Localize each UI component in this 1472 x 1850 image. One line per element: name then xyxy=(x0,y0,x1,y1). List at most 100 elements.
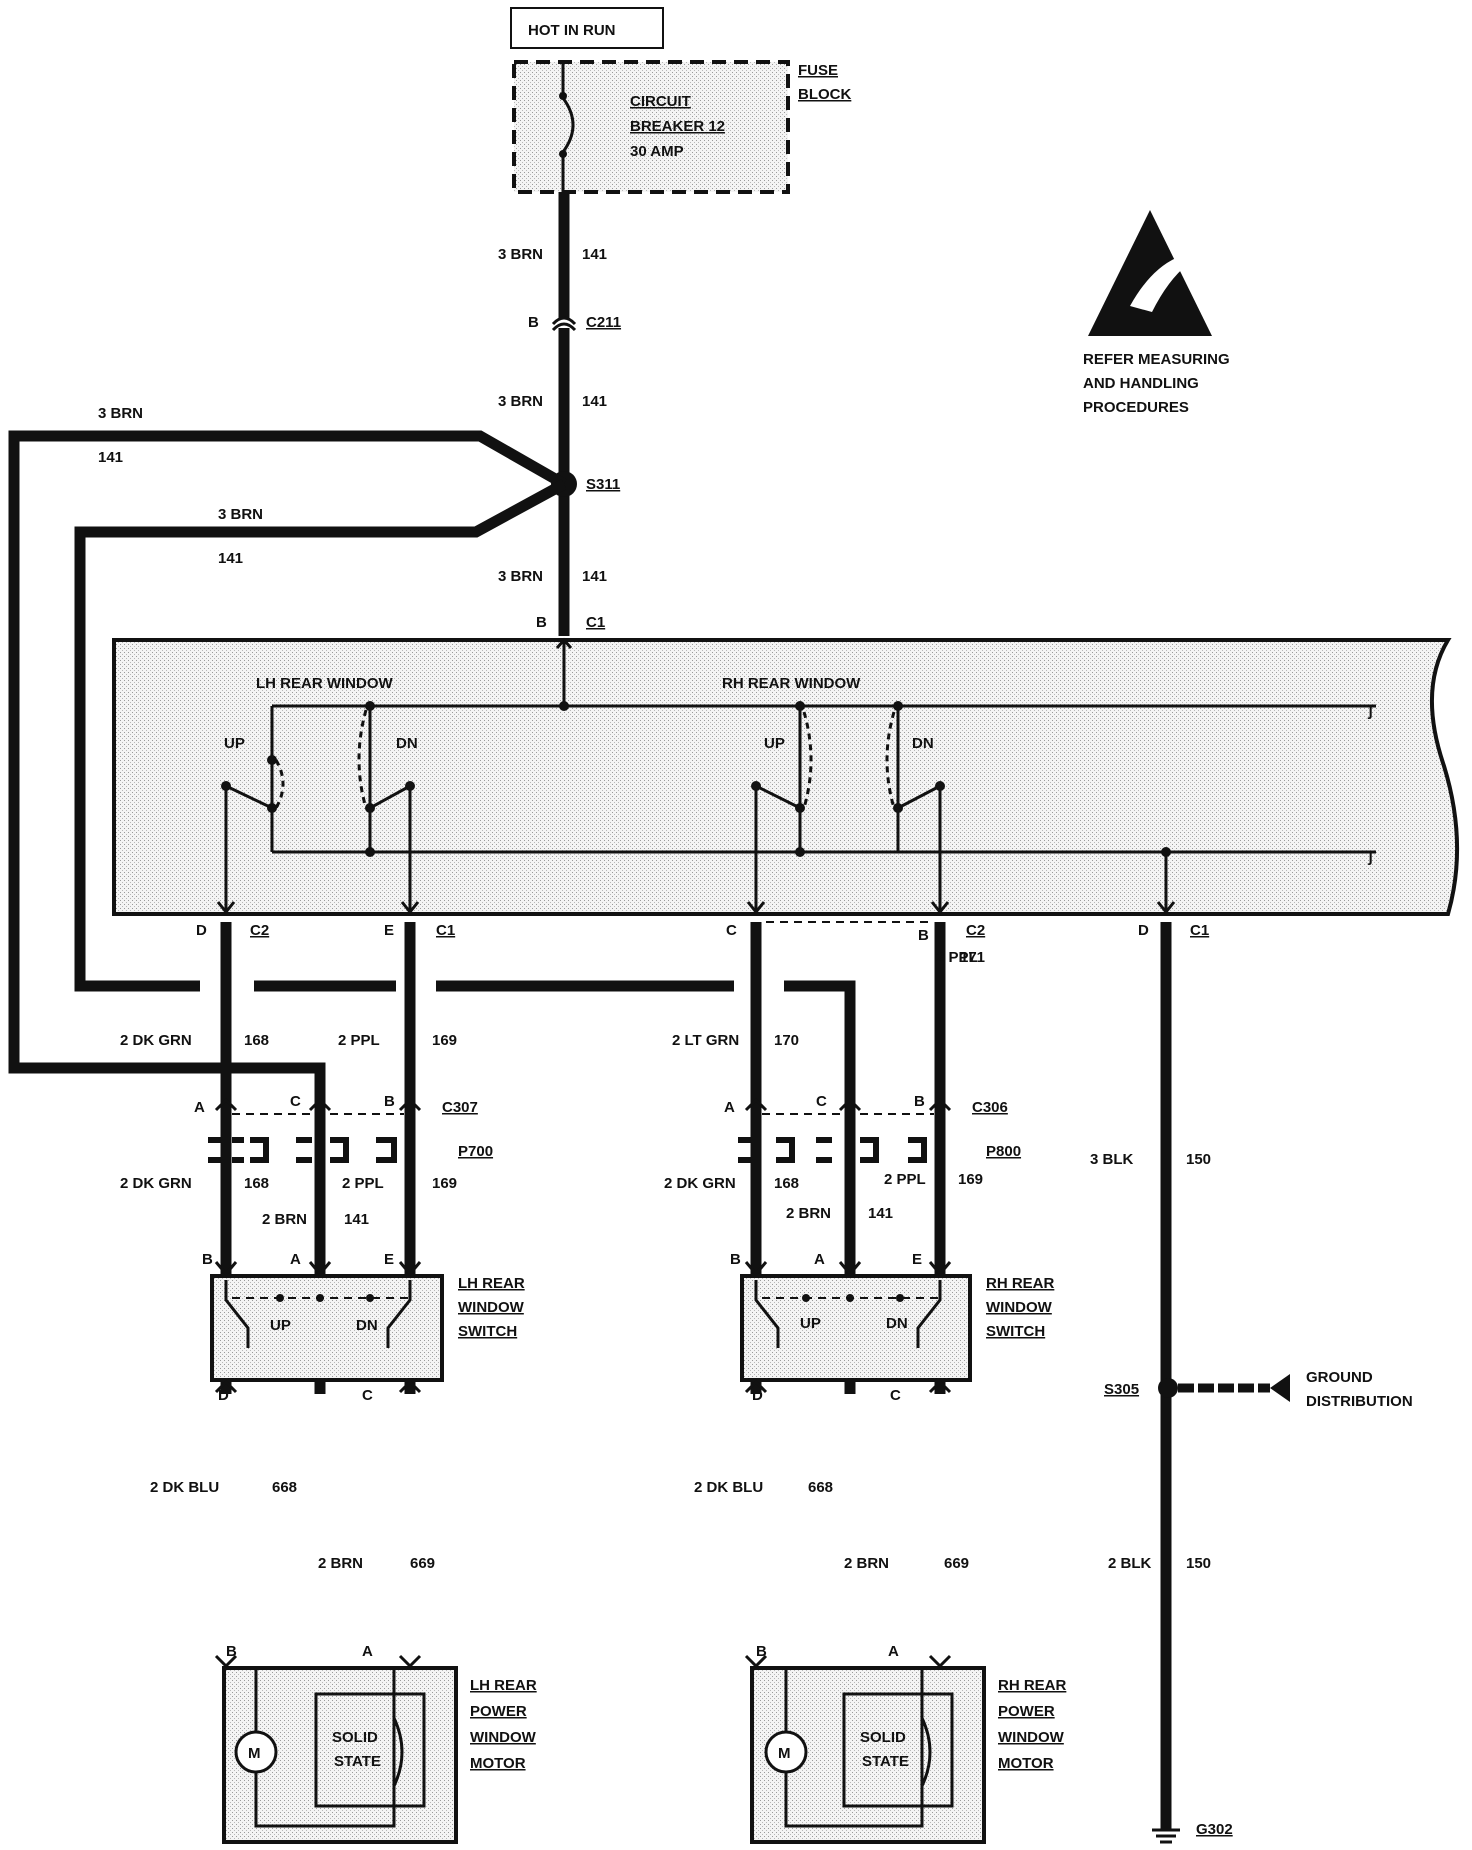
pin-label: D xyxy=(1138,922,1149,939)
pin-label: C xyxy=(362,1387,373,1404)
rh-rear-power-window-motor: B A M SOLID STATE RH REAR POWER WINDOW M… xyxy=(750,1643,1067,1844)
solid-state-label-1: SOLID xyxy=(860,1729,906,1746)
ground-splice-s305: S305 GROUND DISTRIBUTION xyxy=(1104,1369,1413,1410)
circuit-breaker-icon xyxy=(561,97,575,153)
mid-wire-labels: 2 DK GRN 168 2 PPL 169 2 LT GRN 170 3 BL… xyxy=(120,1032,1211,1168)
rh-switch-label-3: SWITCH xyxy=(986,1323,1045,1340)
lh-switch-up-label: UP xyxy=(270,1317,291,1334)
circuit-number-label: 150 xyxy=(1186,1555,1211,1572)
pin-label: B xyxy=(730,1251,741,1268)
wire-color-label: 3 BRN xyxy=(498,568,543,585)
pin-label: B xyxy=(528,314,539,331)
break-symbol: ʃ xyxy=(1367,849,1374,866)
connector-c306-p800: A C B C306 P800 2 DK GRN 168 2 PPL 169 2… xyxy=(664,1093,1021,1222)
connector-c307-p700: A C B C307 P700 2 DK GRN 168 2 PPL 169 2… xyxy=(120,1093,493,1228)
breaker-line-3: 30 AMP xyxy=(630,143,684,160)
splice-s311-label: S311 xyxy=(586,476,620,493)
fuse-block-label-1: FUSE xyxy=(798,62,838,79)
pin-label: B xyxy=(226,1643,237,1660)
wire-color-label: 2 BRN xyxy=(262,1211,307,1228)
connector-c1-label: C1 xyxy=(1190,922,1209,939)
circuit-number-label: 168 xyxy=(244,1032,269,1049)
hot-in-run-box: HOT IN RUN xyxy=(510,7,664,49)
connector-c1-label: C1 xyxy=(436,922,455,939)
rh-up-label: UP xyxy=(764,735,785,752)
pin-label: E xyxy=(384,1251,394,1268)
lh-rear-window-switch: B A E UP DN LH REAR WINDOW SWITCH D C xyxy=(202,1251,525,1404)
esd-line-1: REFER MEASURING xyxy=(1083,351,1230,368)
wire-color-label: 2 BRN xyxy=(844,1555,889,1572)
wire-color-label: 2 DK BLU xyxy=(150,1479,219,1496)
pin-label: A xyxy=(814,1251,825,1268)
esd-line-2: AND HANDLING xyxy=(1083,375,1199,392)
circuit-number-label: 669 xyxy=(944,1555,969,1572)
lh-dn-label: DN xyxy=(396,735,418,752)
wire-color-label: 2 DK GRN xyxy=(120,1032,192,1049)
esd-line-3: PROCEDURES xyxy=(1083,399,1189,416)
lh-switch-dn-label: DN xyxy=(356,1317,378,1334)
rh-motor-label-2: POWER xyxy=(998,1703,1055,1720)
connector-c307-label: C307 xyxy=(442,1099,478,1116)
circuit-number-label: 141 xyxy=(582,393,607,410)
pin-label: B xyxy=(202,1251,213,1268)
hot-in-run-label: HOT IN RUN xyxy=(528,22,616,39)
circuit-number-label: 141 xyxy=(582,246,607,263)
branch-wire-inner: 3 BRN 141 xyxy=(74,479,856,1092)
ground-distribution-label-2: DISTRIBUTION xyxy=(1306,1393,1413,1410)
pin-label: B xyxy=(536,614,547,631)
pin-label: D xyxy=(196,922,207,939)
breaker-line-1: CIRCUIT xyxy=(630,93,691,110)
pin-label: A xyxy=(290,1251,301,1268)
connector-c2-label: C2 xyxy=(966,922,985,939)
pin-label: B xyxy=(918,927,929,944)
rh-switch-label-1: RH REAR xyxy=(986,1275,1055,1292)
wire-color-label: 2 DK BLU xyxy=(694,1479,763,1496)
lh-motor-label-2: POWER xyxy=(470,1703,527,1720)
fuse-block: CIRCUIT BREAKER 12 30 AMP FUSE BLOCK xyxy=(512,60,851,194)
wire-color-label: 2 LT GRN xyxy=(672,1032,739,1049)
circuit-number-label: 169 xyxy=(958,1171,983,1188)
connector-c306-label: C306 xyxy=(972,1099,1008,1116)
connector-c2-label: C2 xyxy=(250,922,269,939)
rh-switch-up-label: UP xyxy=(800,1315,821,1332)
esd-warning-icon xyxy=(1088,210,1212,336)
circuit-number-label: 168 xyxy=(774,1175,799,1192)
pin-label: A xyxy=(362,1643,373,1660)
lh-up-label: UP xyxy=(224,735,245,752)
lh-switch-label-2: WINDOW xyxy=(458,1299,525,1316)
splice-s305-label: S305 xyxy=(1104,1381,1139,1398)
ground-distribution-label-1: GROUND xyxy=(1306,1369,1373,1386)
wire-color-label: 2 BLK xyxy=(1108,1555,1152,1572)
pin-label: C xyxy=(816,1093,827,1110)
fuse-block-label-2: BLOCK xyxy=(798,86,851,103)
wire-color-label: 3 BRN xyxy=(498,393,543,410)
ground-distribution-arrow-icon xyxy=(1270,1374,1290,1402)
ground-g302: G302 xyxy=(1152,1821,1233,1844)
wire-color-label: 3 BRN xyxy=(498,246,543,263)
connector-p800-label: P800 xyxy=(986,1143,1021,1160)
wire-color-label: 2 BRN xyxy=(786,1205,831,1222)
circuit-number-label: 169 xyxy=(432,1032,457,1049)
pin-label: C xyxy=(726,922,737,939)
wire-color-label: 2 PPL xyxy=(936,949,978,966)
solid-state-label-2: STATE xyxy=(334,1753,381,1770)
circuit-number-label: 668 xyxy=(272,1479,297,1496)
pin-label: D xyxy=(752,1387,763,1404)
pin-label: A xyxy=(724,1099,735,1116)
rh-switch-label-2: WINDOW xyxy=(986,1299,1053,1316)
circuit-number-label: 669 xyxy=(410,1555,435,1572)
pin-label: A xyxy=(888,1643,899,1660)
solid-state-label-1: SOLID xyxy=(332,1729,378,1746)
wire-color-label: 2 PPL xyxy=(884,1171,926,1188)
master-window-switch: LH REAR WINDOW RH REAR WINDOW ʃ ʃ UP DN … xyxy=(112,637,1460,916)
pin-label: E xyxy=(912,1251,922,1268)
feed-wire-141: 3 BRN 141 B C211 3 BRN 141 S311 3 BRN 14… xyxy=(498,192,621,636)
circuit-number-label: 141 xyxy=(218,550,243,567)
wire-color-label: 2 BRN xyxy=(318,1555,363,1572)
rh-motor-label-3: WINDOW xyxy=(998,1729,1065,1746)
pin-label: D xyxy=(218,1387,229,1404)
wire-color-label: 2 DK GRN xyxy=(120,1175,192,1192)
wire-color-label: 3 BRN xyxy=(218,506,263,523)
circuit-number-label: 141 xyxy=(868,1205,893,1222)
